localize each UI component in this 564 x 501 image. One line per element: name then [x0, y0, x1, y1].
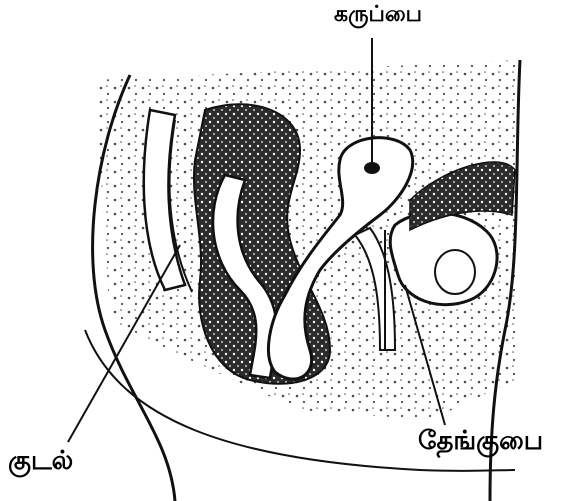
- bladder-label: தேங்குபை: [418, 428, 543, 454]
- uterus-label: கருப்பை: [334, 4, 422, 26]
- intestine-label: குடல்: [8, 448, 73, 474]
